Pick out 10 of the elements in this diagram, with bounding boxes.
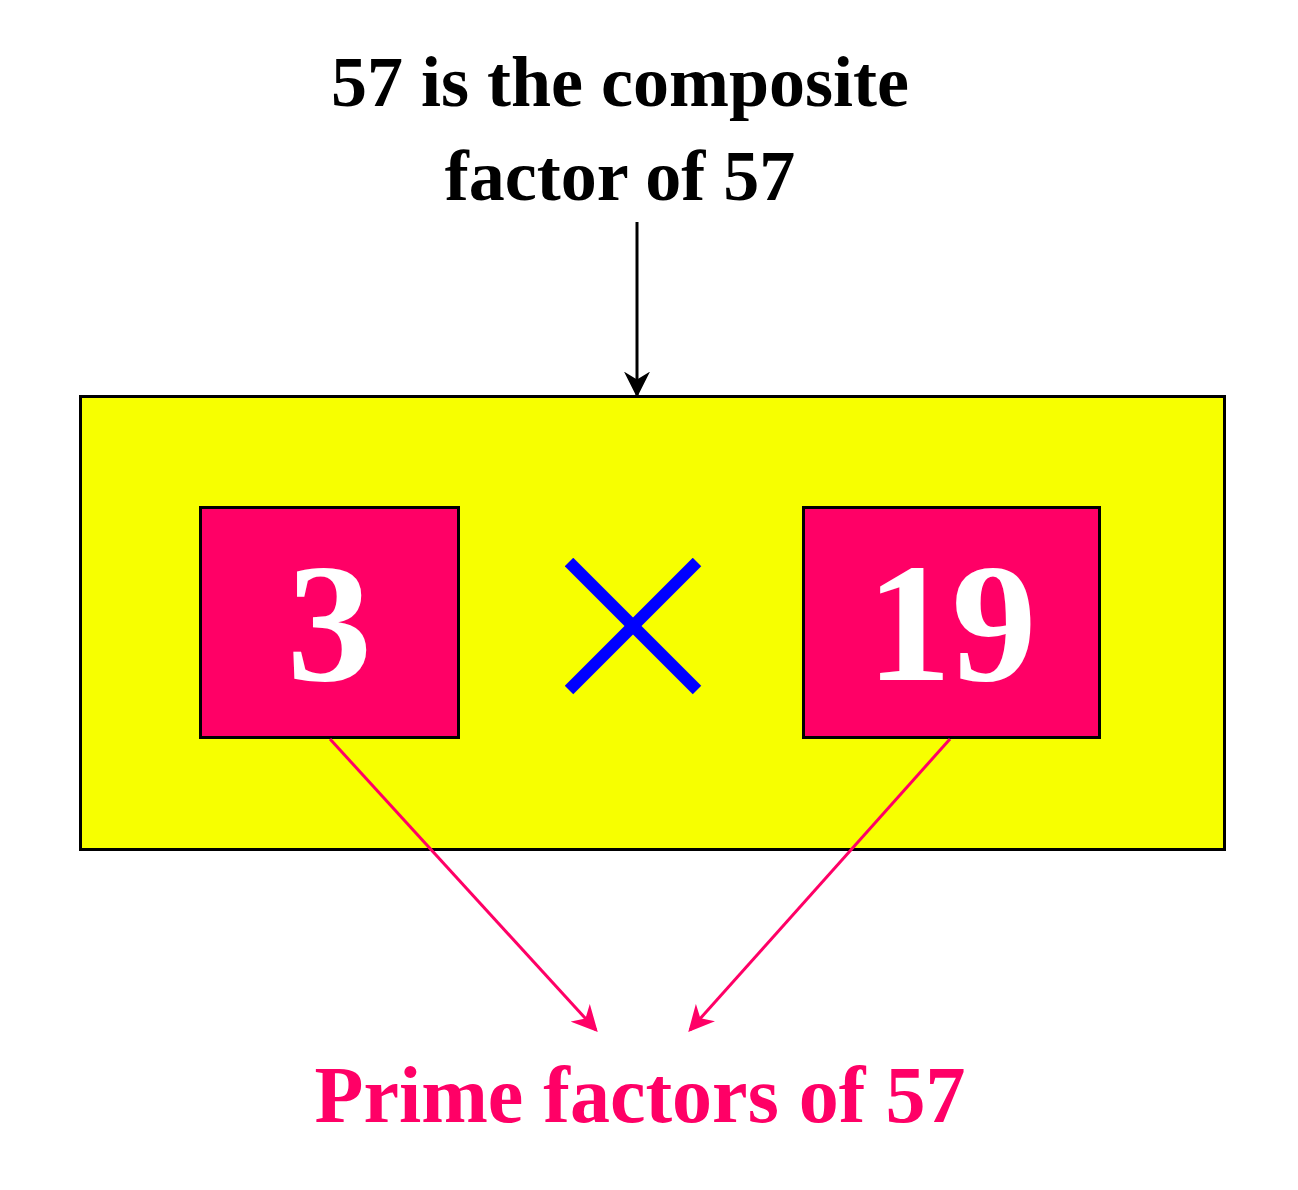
caption-text: Prime factors of 57	[314, 1050, 966, 1141]
arrow	[688, 738, 952, 1032]
frame-box	[79, 395, 1226, 851]
number-label: 3	[287, 537, 372, 708]
number-box	[802, 506, 1101, 739]
arrow	[624, 222, 650, 398]
arrow	[328, 738, 598, 1032]
caption-text: 57 is the composite factor of 57	[330, 41, 910, 218]
number-box	[199, 506, 460, 739]
number-label: 19	[866, 537, 1037, 708]
